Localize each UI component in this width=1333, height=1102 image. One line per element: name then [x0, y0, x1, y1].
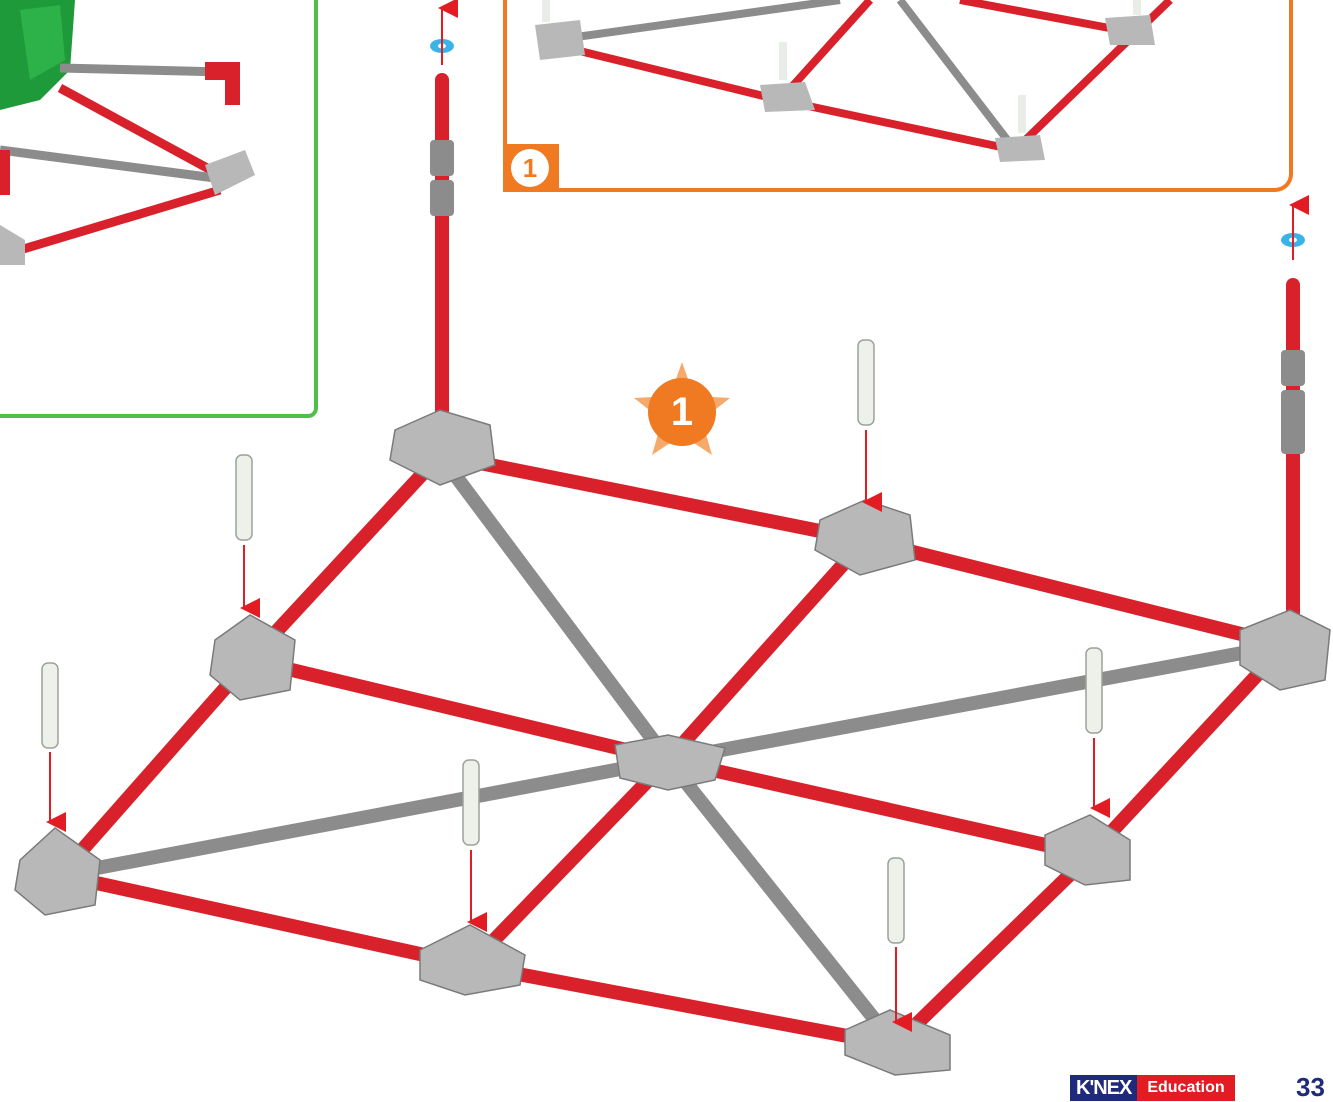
- green-inset-frame: [0, 0, 318, 418]
- peg-icons: [41, 339, 1103, 944]
- page-number: 33: [1296, 1072, 1325, 1102]
- down-arrow-icons: [46, 430, 1110, 1032]
- step-number: 1: [670, 390, 694, 434]
- gray-rods: [53, 448, 1292, 1052]
- up-arrow-icons: [438, 0, 1309, 260]
- red-rods: [53, 73, 1300, 1052]
- orange-inset-left-edge: [503, 0, 507, 192]
- spacers: [430, 140, 1305, 454]
- knex-logo-text: K'NEX: [1070, 1075, 1138, 1101]
- washer-icons: [430, 39, 1305, 247]
- education-label: Education: [1137, 1075, 1235, 1101]
- green-inset-content: [0, 0, 255, 265]
- connector-hub-icons: [14, 409, 1331, 1076]
- inset-step-number: 1: [511, 149, 549, 187]
- orange-inset-content: [535, 0, 1173, 162]
- knex-education-logo: K'NEX Education: [1070, 1074, 1235, 1102]
- orange-inset-frame: [503, 0, 1293, 192]
- star-step-badge-icon: [634, 362, 730, 455]
